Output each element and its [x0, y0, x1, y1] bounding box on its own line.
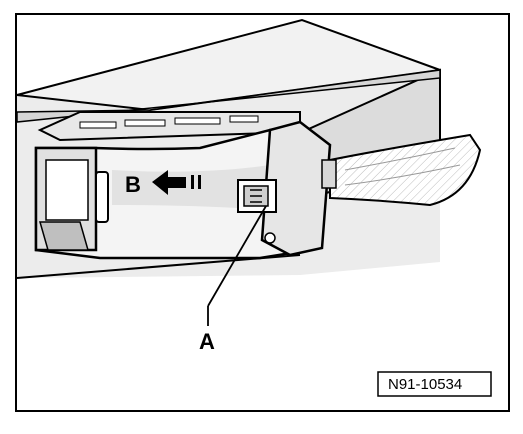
leader-line-a	[207, 205, 267, 307]
callout-a: A	[199, 329, 215, 354]
release-tab-icon	[237, 120, 337, 257]
arrow-left-icon	[152, 170, 201, 195]
figure-ref-box	[377, 371, 492, 397]
connector-body	[34, 111, 322, 260]
figure-ref-label: N91-10534	[388, 376, 462, 393]
ribbon-cable	[329, 133, 482, 207]
callout-b: B	[125, 172, 141, 197]
